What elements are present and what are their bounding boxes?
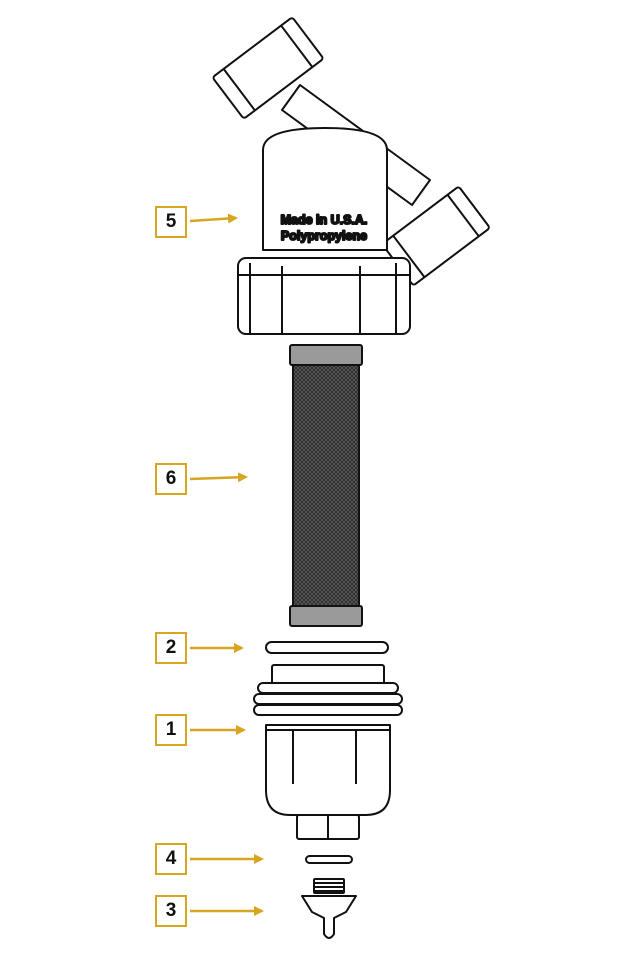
callout-3: 3 bbox=[155, 895, 187, 927]
callout-1: 1 bbox=[155, 714, 187, 746]
housing-dome bbox=[262, 127, 388, 251]
upper-inlet-fitting bbox=[212, 17, 324, 119]
arrow-5 bbox=[189, 213, 238, 224]
drain-o-ring bbox=[305, 855, 353, 864]
o-ring bbox=[265, 641, 389, 654]
housing-text-line2: Polypropylene bbox=[281, 229, 367, 243]
housing-text-line1: Made in U.S.A. bbox=[281, 213, 368, 227]
callout-4: 4 bbox=[155, 843, 187, 875]
screen-element bbox=[289, 344, 363, 627]
housing-head: Made in U.S.A. Polypropylene bbox=[212, 17, 490, 335]
callout-5: 5 bbox=[155, 206, 187, 238]
lower-outlet-fitting bbox=[382, 186, 490, 286]
bowl bbox=[253, 664, 403, 840]
drain-plug bbox=[301, 878, 357, 939]
housing-nut bbox=[237, 257, 411, 335]
callout-6: 6 bbox=[155, 463, 187, 495]
arrow-6 bbox=[189, 472, 248, 483]
callout-2: 2 bbox=[155, 632, 187, 664]
